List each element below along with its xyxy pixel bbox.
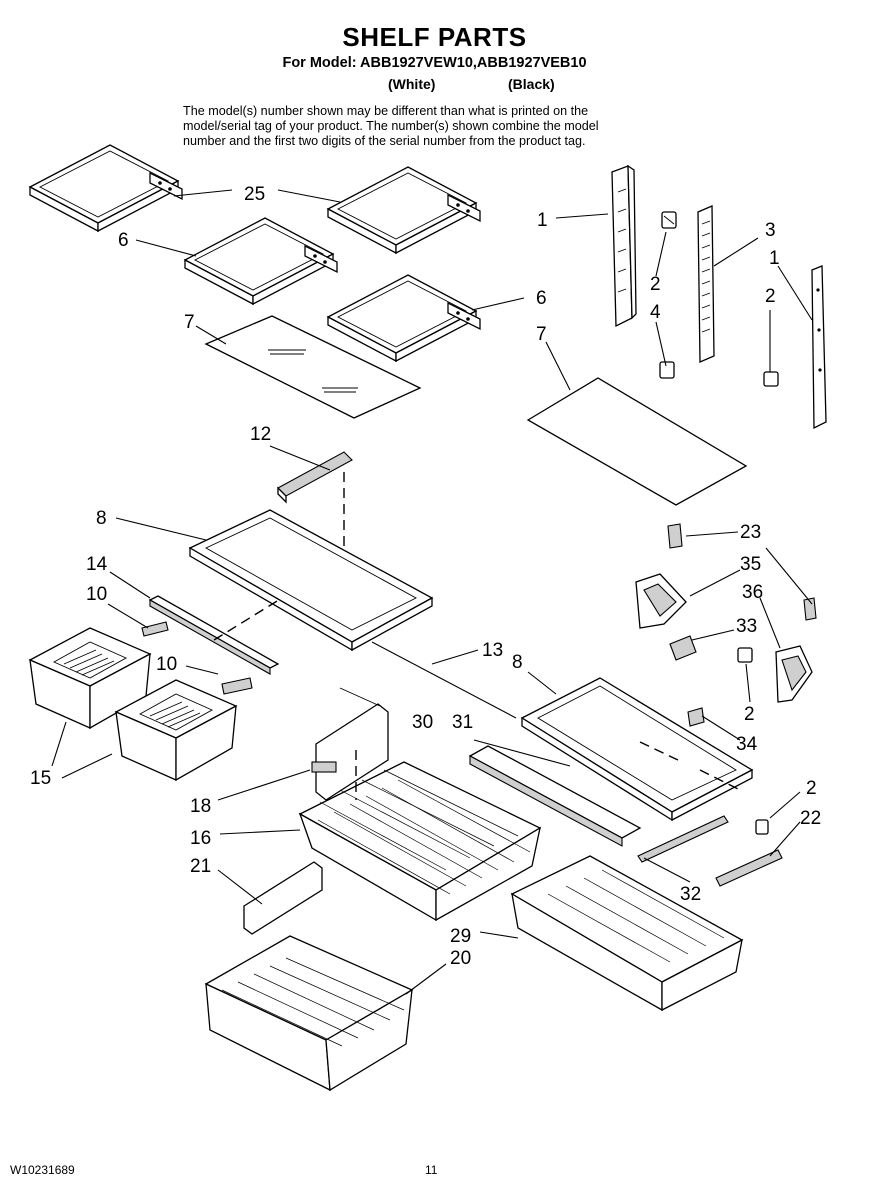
callout-16: 16 xyxy=(190,828,211,849)
callout-21: 21 xyxy=(190,856,211,877)
callout-8: 8 xyxy=(96,508,107,529)
variant-white: (White) xyxy=(388,76,436,92)
part-35-bracket xyxy=(635,573,687,629)
callout-8: 8 xyxy=(512,652,523,673)
description-line: The model(s) number shown may be differe… xyxy=(183,104,589,118)
callout-18: 18 xyxy=(190,796,211,817)
pan-drawer xyxy=(510,855,744,1012)
callout-31: 31 xyxy=(452,712,473,733)
screw-22 xyxy=(755,819,769,835)
part-36-bracket xyxy=(775,645,813,703)
rail-right xyxy=(811,265,827,430)
part-30-31-trim xyxy=(468,745,642,847)
part-10-bracket-lower xyxy=(221,677,253,695)
part-23-clip-right xyxy=(803,597,817,621)
shelf-lower-right xyxy=(327,274,481,362)
callout-13: 13 xyxy=(482,640,503,661)
model-description: The model(s) number shown may be differe… xyxy=(183,104,703,149)
part-21-divider xyxy=(243,861,323,935)
part-22-rail xyxy=(715,849,783,887)
callout-7: 7 xyxy=(184,312,195,333)
callout-1: 1 xyxy=(769,248,780,269)
callout-29: 29 xyxy=(450,926,471,947)
callout-32: 32 xyxy=(680,884,701,905)
part-12-clip xyxy=(277,451,353,504)
model-line: For Model: ABB1927VEW10,ABB1927VEB10 xyxy=(282,55,587,71)
part-10-bracket-upper xyxy=(141,621,169,637)
callout-4: 4 xyxy=(650,302,661,323)
shelf-frame-left xyxy=(188,509,434,652)
screw-33 xyxy=(737,647,753,663)
part-14-trim-bar xyxy=(148,595,280,675)
callout-34: 34 xyxy=(736,734,758,755)
callout-2: 2 xyxy=(806,778,817,799)
document-number: W10231689 xyxy=(10,1163,75,1177)
part-23-clip xyxy=(667,523,683,549)
rail-left xyxy=(611,164,637,328)
shelf-upper-right xyxy=(327,166,481,254)
shelf-frame-right xyxy=(520,677,754,822)
callout-6: 6 xyxy=(118,230,129,251)
glass-panel-right xyxy=(526,377,748,506)
shelf-upper-left xyxy=(29,144,183,232)
callout-15: 15 xyxy=(30,768,51,789)
part-33-clip xyxy=(669,635,697,661)
callout-2: 2 xyxy=(650,274,661,295)
part-13-rod xyxy=(371,641,517,719)
callout-14: 14 xyxy=(86,554,108,575)
callout-35: 35 xyxy=(740,554,761,575)
callout-25: 25 xyxy=(244,184,265,205)
wire-basket-lower xyxy=(204,935,414,1092)
callout-20: 20 xyxy=(450,948,471,969)
callout-12: 12 xyxy=(250,424,271,445)
variant-black: (Black) xyxy=(508,76,555,92)
callout-10: 10 xyxy=(156,654,177,675)
glass-panel-left xyxy=(204,315,422,419)
wire-basket-upper xyxy=(298,761,542,922)
callout-33: 33 xyxy=(736,616,757,637)
callout-2: 2 xyxy=(744,704,755,725)
page-title: SHELF PARTS xyxy=(342,22,527,52)
screw-middle xyxy=(659,361,675,379)
callout-2: 2 xyxy=(765,286,776,307)
callout-3: 3 xyxy=(765,220,776,241)
part-18-divider xyxy=(311,687,389,801)
description-line: model/serial tag of your product. The nu… xyxy=(183,119,599,133)
callout-22: 22 xyxy=(800,808,821,829)
callout-7: 7 xyxy=(536,324,547,345)
shelf-upper-middle xyxy=(184,217,338,305)
part-32-rail xyxy=(637,815,729,863)
rail-ladder xyxy=(697,205,715,363)
callout-30: 30 xyxy=(412,712,433,733)
part-34-clip xyxy=(687,707,705,727)
callout-36: 36 xyxy=(742,582,763,603)
screw-upper xyxy=(661,211,677,229)
description-line: number and the first two digits of the s… xyxy=(183,134,586,148)
page-number: 11 xyxy=(425,1163,438,1177)
callout-10: 10 xyxy=(86,584,107,605)
screw-right xyxy=(763,371,779,387)
callout-6: 6 xyxy=(536,288,547,309)
callout-1: 1 xyxy=(537,210,548,231)
callout-23: 23 xyxy=(740,522,761,543)
